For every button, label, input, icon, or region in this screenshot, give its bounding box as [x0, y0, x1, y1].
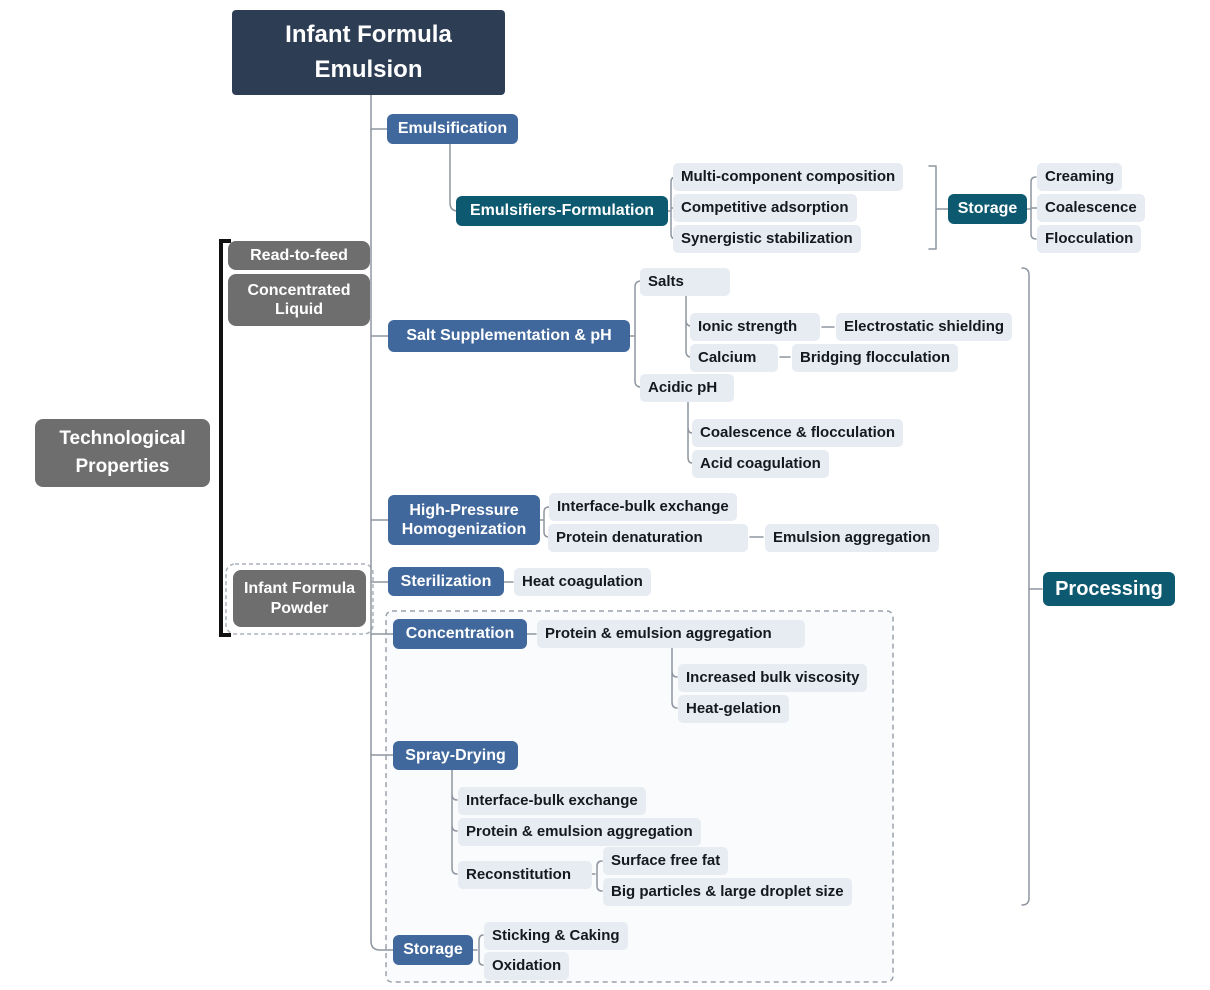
node-big-particles-large-droplet-size: Big particles & large droplet size — [603, 878, 852, 906]
node-storage-top: Storage — [948, 194, 1027, 224]
node-emulsification: Emulsification — [387, 114, 518, 144]
node-sterilization: Sterilization — [388, 567, 504, 596]
node-emulsion-aggregation: Emulsion aggregation — [765, 524, 939, 552]
node-salt-supplementation-ph: Salt Supplementation & pH — [388, 320, 630, 352]
node-protein-emulsion-aggregation-1: Protein & emulsion aggregation — [537, 620, 805, 648]
node-heat-gelation: Heat-gelation — [678, 695, 790, 723]
node-interface-bulk-exchange-1: Interface-bulk exchange — [549, 493, 737, 521]
node-acid-coagulation: Acid coagulation — [692, 450, 829, 478]
node-infant-formula-powder: Infant Formula Powder — [233, 570, 366, 627]
node-ionic-strength: Ionic strength — [690, 313, 820, 341]
node-surface-free-fat: Surface free fat — [603, 847, 729, 875]
left-bracket — [219, 239, 231, 637]
infant-formula-powder-outline — [225, 563, 374, 635]
node-technological-properties: Technological Properties — [35, 419, 210, 487]
node-flocculation: Flocculation — [1037, 225, 1142, 253]
node-electrostatic-shielding: Electrostatic shielding — [836, 313, 1013, 341]
node-acidic-ph: Acidic pH — [640, 374, 734, 402]
node-emulsifiers-formulation: Emulsifiers-Formulation — [456, 196, 668, 226]
node-concentrated-liquid: Concentrated Liquid — [228, 274, 370, 326]
node-coalescence-flocculation: Coalescence & flocculation — [692, 419, 904, 447]
node-high-pressure-homogenization: High-Pressure Homogenization — [388, 495, 540, 545]
node-sticking-caking: Sticking & Caking — [484, 922, 628, 950]
node-salts: Salts — [640, 268, 730, 296]
node-infant-formula-emulsion: Infant Formula Emulsion — [232, 10, 505, 95]
node-synergistic-stabilization: Synergistic stabilization — [673, 225, 861, 253]
node-multi-component-composition: Multi-component composition — [673, 163, 904, 191]
node-read-to-feed: Read-to-feed — [228, 241, 370, 270]
node-concentration: Concentration — [393, 619, 527, 649]
node-protein-emulsion-aggregation-2: Protein & emulsion aggregation — [458, 818, 701, 846]
node-bridging-flocculation: Bridging flocculation — [792, 344, 958, 372]
node-competitive-adsorption: Competitive adsorption — [673, 194, 857, 222]
node-heat-coagulation: Heat coagulation — [514, 568, 651, 596]
node-calcium: Calcium — [690, 344, 778, 372]
node-interface-bulk-exchange-2: Interface-bulk exchange — [458, 787, 646, 815]
node-increased-bulk-viscosity: Increased bulk viscosity — [678, 664, 868, 692]
node-storage-bottom: Storage — [393, 935, 473, 965]
node-protein-denaturation: Protein denaturation — [548, 524, 748, 552]
node-creaming: Creaming — [1037, 163, 1123, 191]
node-oxidation: Oxidation — [484, 952, 570, 980]
node-spray-drying: Spray-Drying — [393, 741, 518, 770]
node-reconstitution: Reconstitution — [458, 861, 592, 889]
node-coalescence: Coalescence — [1037, 194, 1145, 222]
node-processing: Processing — [1043, 572, 1175, 606]
